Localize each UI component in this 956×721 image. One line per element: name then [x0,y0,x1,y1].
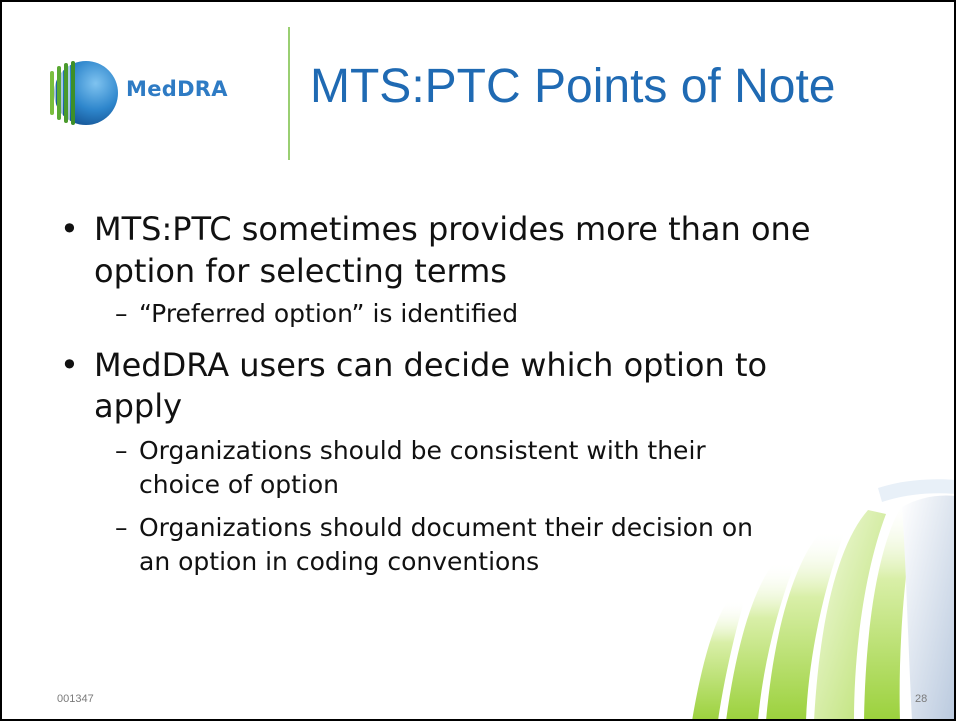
bullet-marker: • [60,210,79,248]
bullet-2-line-2: apply [94,387,183,425]
bullet-1-line-2: option for selecting terms [94,252,507,290]
sub-2-2-line-2: an option in coding conventions [139,547,540,576]
dash-marker: – [115,436,128,465]
sub-1-1-line-1: “Preferred option” is identified [139,299,519,328]
meddra-logo: MedDRA [46,57,276,132]
slide-number: 28 [915,693,928,705]
dash-marker: – [115,513,128,542]
meddra-globe-icon [50,61,118,125]
footer-document-id: 001347 [57,693,94,705]
sub-2-1-line-2: choice of option [139,470,339,499]
logo-wordmark: MedDRA [126,77,228,101]
bullet-1-line-1: MTS:PTC sometimes provides more than one [94,210,811,248]
sub-2-1-line-1: Organizations should be consistent with … [139,436,706,465]
sub-2-2-line-1: Organizations should document their deci… [139,513,753,542]
dash-marker: – [115,299,128,328]
bullet-2-line-1: MedDRA users can decide which option to [94,346,768,384]
bullet-marker: • [60,346,79,384]
title-divider [288,27,290,160]
slide-title: MTS:PTC Points of Note [310,60,836,113]
